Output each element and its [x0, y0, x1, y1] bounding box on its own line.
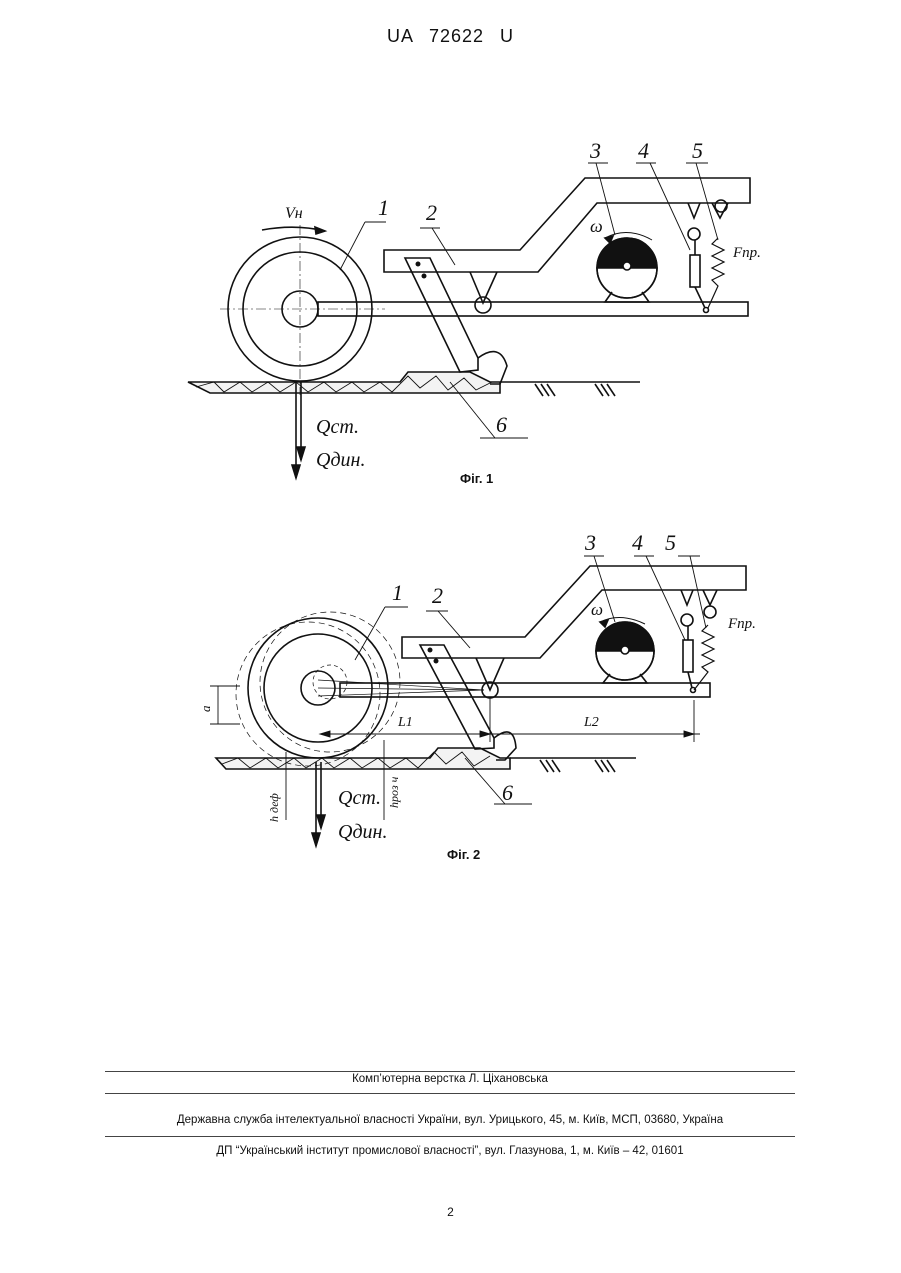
footer-institute-address: ДП “Український інститут промислової вла… [105, 1145, 795, 1157]
figure-2-caption: Фіг. 2 [447, 847, 480, 862]
vibrator-3 [597, 232, 657, 302]
label-q-dynamic: Qдин. [338, 821, 387, 843]
label-q-dynamic: Qдин. [316, 449, 365, 471]
label-1: 1 [378, 195, 389, 220]
label-5: 5 [692, 140, 703, 163]
spring-5 [704, 200, 729, 313]
label-omega: ω [590, 216, 603, 236]
load-arrows [312, 762, 325, 846]
label-2: 2 [432, 583, 443, 608]
label-6: 6 [496, 412, 507, 437]
label-l2: L2 [583, 715, 599, 730]
label-3: 3 [584, 530, 596, 555]
figure-2: 1 2 3 4 5 6 ω Fпр. a L1 L2 h деф hрoз ч … [0, 530, 901, 870]
load-arrows [292, 382, 305, 478]
frame-2 [402, 566, 746, 658]
label-4: 4 [638, 140, 649, 163]
label-spring-force: Fпр. [727, 616, 756, 632]
ground-soil-layer [188, 372, 640, 396]
label-1: 1 [392, 580, 403, 605]
label-6: 6 [502, 780, 513, 805]
label-a: a [198, 705, 213, 712]
footer-rule-1 [105, 1071, 795, 1072]
figure-1: 1 2 3 4 5 6 Vн ω Fпр. Qст. Qдин. [0, 140, 901, 500]
label-q-static: Qст. [316, 416, 359, 438]
label-h-rut: hрoз ч [387, 776, 401, 808]
page-number: 2 [0, 1205, 901, 1219]
frame-2 [384, 178, 750, 272]
label-3: 3 [589, 140, 601, 163]
label-h-def: h деф [267, 793, 281, 822]
spring-5 [691, 590, 718, 693]
label-l1: L1 [397, 715, 413, 730]
label-q-static: Qст. [338, 787, 381, 809]
hinge-support [470, 272, 497, 313]
label-spring-force: Fпр. [732, 245, 761, 261]
label-velocity: Vн [285, 205, 303, 222]
working-body-6 [405, 258, 478, 372]
label-2: 2 [426, 200, 437, 225]
footer-rule-3 [105, 1136, 795, 1137]
wheel-1 [236, 612, 484, 766]
label-4: 4 [632, 530, 643, 555]
velocity-arrow [262, 227, 325, 234]
label-omega: ω [591, 600, 603, 619]
footer-office-address: Державна служба інтелектуальної власност… [105, 1114, 795, 1126]
lower-frame-beam [340, 683, 710, 697]
hinge-support [476, 658, 504, 698]
damper-4 [688, 203, 705, 308]
figure-1-caption: Фіг. 1 [460, 471, 493, 486]
leader-lines [340, 163, 718, 438]
damper-4 [681, 590, 693, 688]
figure-1-drawing: 1 2 3 4 5 6 Vн ω Fпр. Qст. Qдин. [0, 140, 901, 500]
footer-layout-credit: Комп’ютерна верстка Л. Ціхановська [105, 1073, 795, 1085]
patent-number-header: UA 72622 U [0, 26, 901, 47]
vibrator-3 [596, 617, 654, 683]
footer-rule-2 [105, 1093, 795, 1094]
wheel-1 [220, 225, 385, 395]
label-5: 5 [665, 530, 676, 555]
figure-2-drawing: 1 2 3 4 5 6 ω Fпр. a L1 L2 h деф hрoз ч … [0, 530, 901, 870]
